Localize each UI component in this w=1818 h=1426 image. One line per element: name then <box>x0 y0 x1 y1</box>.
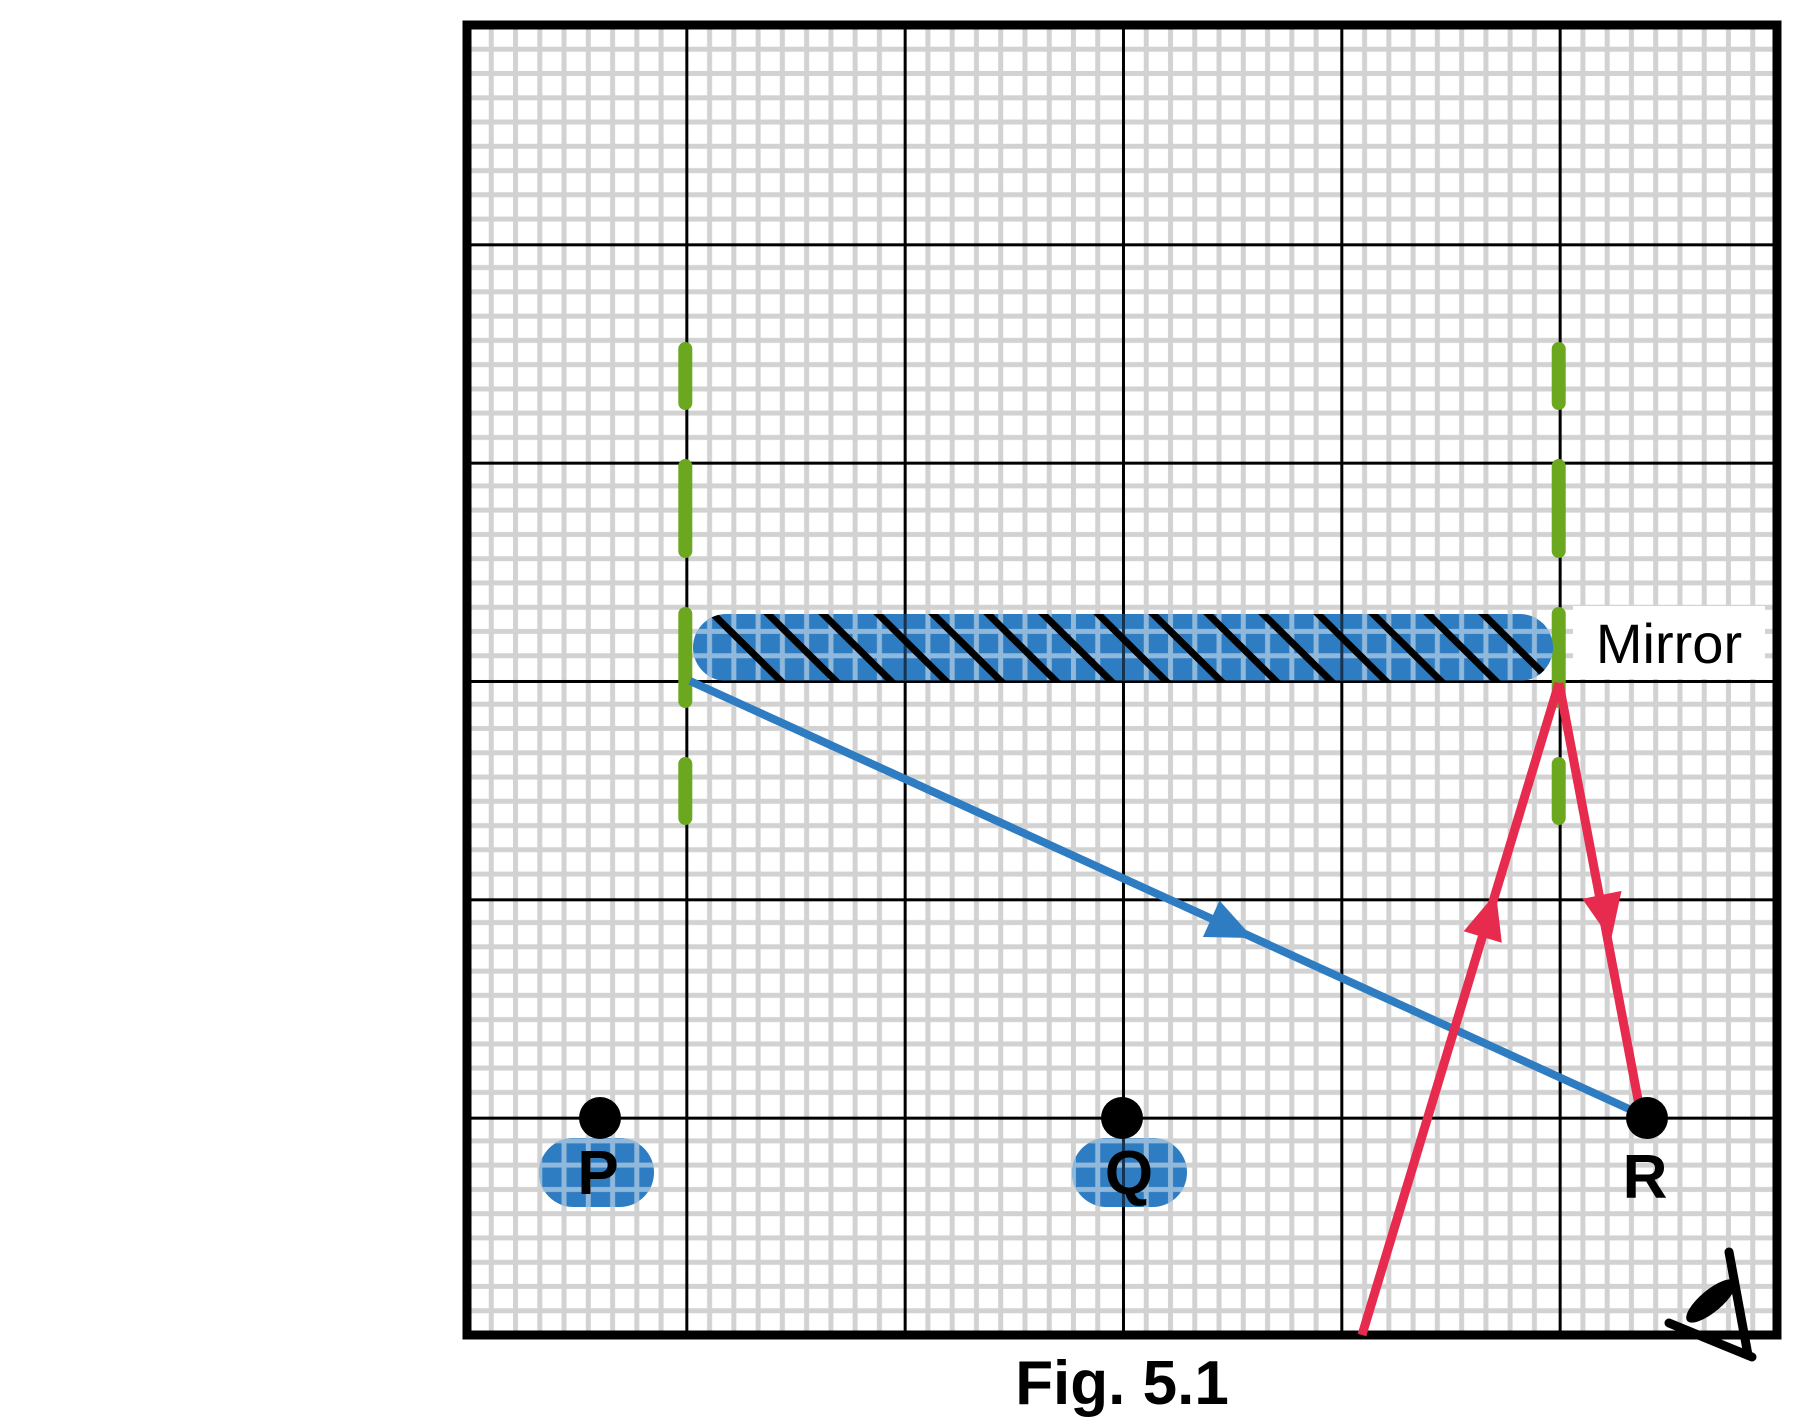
point-dot-r <box>1626 1097 1668 1139</box>
point-dot-p <box>579 1097 621 1139</box>
mirror-label: Mirror <box>1573 606 1765 679</box>
point-label-q: Q <box>1105 1139 1153 1208</box>
blob-p <box>539 1138 654 1207</box>
eye-icon <box>1664 1247 1757 1362</box>
red-ray-down-arrowhead <box>1582 890 1622 940</box>
point-label-r: R <box>1623 1143 1668 1212</box>
figure-caption: Fig. 5.1 <box>1015 1349 1229 1418</box>
blue-ray-arrowhead <box>1202 900 1253 938</box>
graph-paper-border <box>462 20 1782 1340</box>
red-ray-up-arrowhead <box>1463 893 1502 943</box>
mirror-label-box <box>1573 606 1765 679</box>
point-label-p: P <box>577 1139 618 1208</box>
blue-ray <box>688 677 1642 1118</box>
red-ray-incident <box>1357 681 1564 1337</box>
blob-q <box>1072 1138 1187 1207</box>
mirror-label-text: Mirror <box>1596 612 1742 675</box>
point-dot-q <box>1101 1097 1143 1139</box>
red-rays <box>1357 681 1645 1337</box>
blue-ray-line <box>688 677 1642 1118</box>
mirror-bar <box>693 614 1553 681</box>
